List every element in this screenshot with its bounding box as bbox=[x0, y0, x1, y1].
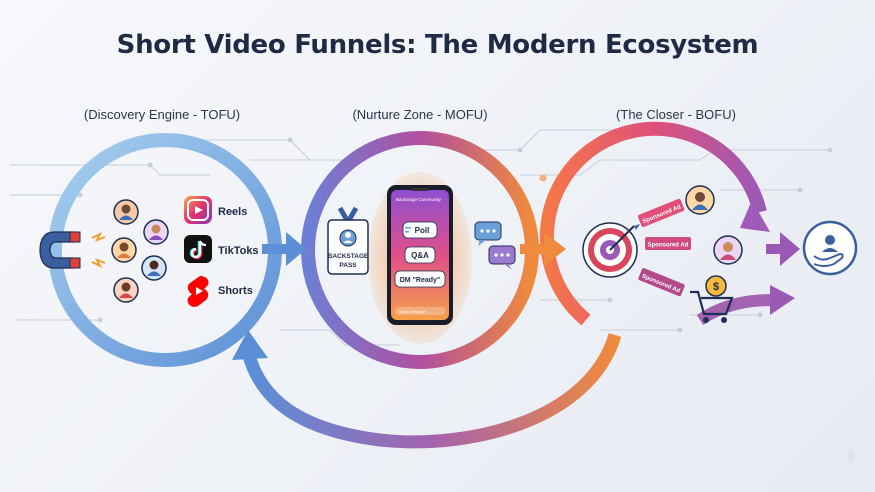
stage-label-bofu: (The Closer - BOFU) bbox=[616, 107, 736, 122]
arrow-bofu-to-customer bbox=[766, 232, 800, 266]
phone-bubble-qa: Q&A bbox=[411, 251, 429, 260]
magnet-icon bbox=[39, 231, 81, 269]
shopping-cart-icon: $ bbox=[690, 275, 734, 323]
prospect-avatars bbox=[685, 185, 743, 265]
phone-bubble-poll: Poll bbox=[415, 226, 430, 235]
tiktok-icon bbox=[184, 235, 212, 263]
sponsored-ad-2: Sponsored Ad bbox=[645, 237, 691, 250]
arrow-mofu-to-bofu bbox=[520, 232, 566, 266]
arrow-tofu-to-mofu bbox=[262, 232, 306, 266]
return-arrow bbox=[241, 333, 622, 449]
reels-icon bbox=[184, 196, 212, 224]
badge-line-2: PASS bbox=[339, 262, 357, 269]
phone-footer: Send message bbox=[399, 309, 426, 314]
customer-icon bbox=[802, 220, 858, 276]
phone-bubble-dm: DM "Ready" bbox=[400, 277, 440, 284]
chat-bubbles-icon bbox=[474, 221, 516, 270]
sponsored-ad-label-2: Sponsored Ad bbox=[648, 243, 689, 249]
page-title: Short Video Funnels: The Modern Ecosyste… bbox=[116, 30, 759, 60]
youtube-shorts-icon bbox=[187, 276, 209, 307]
phone-mockup: Backstage Community Poll Q&A DM "Ready" … bbox=[387, 185, 453, 325]
badge-line-1: BACKSTAGE bbox=[328, 253, 369, 260]
svg-text:$: $ bbox=[713, 281, 719, 293]
target-icon bbox=[582, 222, 640, 278]
audience-avatars bbox=[111, 199, 169, 303]
backstage-pass-badge: BACKSTAGE PASS bbox=[327, 206, 369, 275]
bofu-ring bbox=[539, 121, 767, 326]
sponsored-ad-1: Sponsored Ad bbox=[637, 198, 685, 227]
platform-label-tiktok: TikToks bbox=[218, 245, 259, 257]
stage-label-tofu: (Discovery Engine - TOFU) bbox=[83, 107, 241, 122]
platform-label-reels: Reels bbox=[218, 206, 247, 218]
platform-label-shorts: Shorts bbox=[218, 285, 253, 297]
phone-header: Backstage Community bbox=[396, 197, 442, 202]
stage-label-mofu: (Nurture Zone - MOFU) bbox=[352, 107, 488, 122]
sponsored-ad-3: Sponsored Ad bbox=[638, 268, 685, 297]
